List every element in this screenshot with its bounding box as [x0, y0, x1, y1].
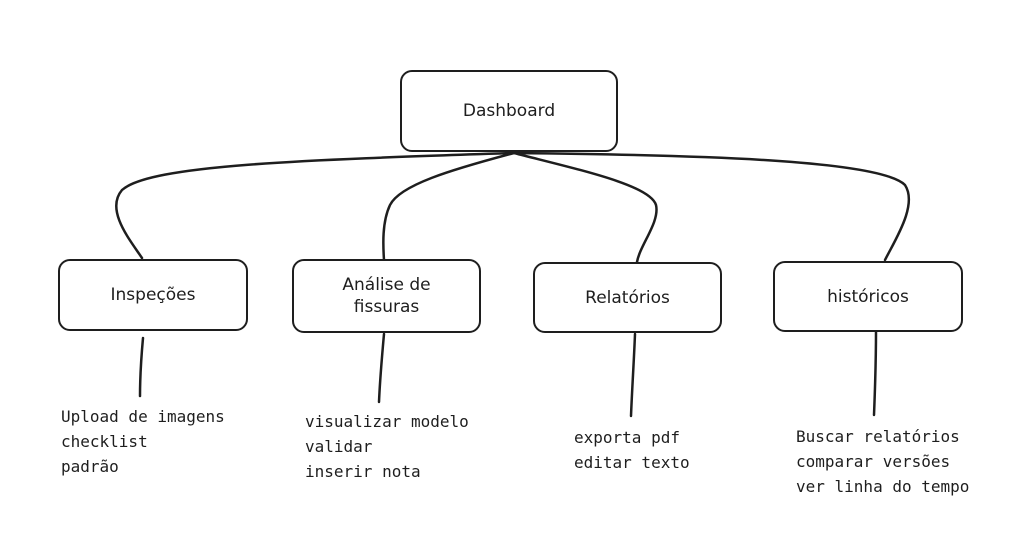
inspecoes-label: Inspeções — [110, 285, 196, 305]
note-line: Upload de imagens — [61, 407, 225, 426]
note-line: padrão — [61, 457, 119, 476]
edge-analise-notes — [377, 332, 386, 404]
relatorios-node[interactable]: Relatórios — [533, 262, 722, 333]
historicos-notes: Buscar relatórios comparar versões ver l… — [796, 424, 969, 499]
note-line: visualizar modelo — [305, 412, 469, 431]
edge-dashboard-analise — [382, 151, 516, 262]
inspecoes-node[interactable]: Inspeções — [58, 259, 248, 331]
note-line: exporta pdf — [574, 428, 680, 447]
relatorios-label: Relatórios — [585, 287, 670, 308]
note-line: inserir nota — [305, 462, 421, 481]
inspecoes-notes: Upload de imagens checklist padrão — [61, 404, 225, 479]
analise-fissuras-label: Análise de fissuras — [342, 275, 431, 317]
historicos-node[interactable]: históricos — [773, 261, 963, 332]
note-line: ver linha do tempo — [796, 477, 970, 496]
note-line: Buscar relatórios — [796, 427, 960, 446]
historicos-label: históricos — [827, 286, 909, 307]
dashboard-node[interactable]: Dashboard — [400, 70, 618, 152]
analise-fissuras-notes: visualizar modelo validar inserir nota — [305, 409, 469, 484]
edge-dashboard-historicos — [512, 151, 911, 262]
dashboard-label: Dashboard — [462, 101, 556, 121]
edge-dashboard-inspecoes — [115, 151, 516, 260]
edge-historicos-notes — [872, 329, 878, 417]
analise-fissuras-node[interactable]: Análise de fissuras — [292, 259, 481, 333]
edge-inspecoes-notes — [138, 336, 145, 398]
edge-relatorios-notes — [629, 332, 637, 418]
note-line: validar — [305, 437, 373, 456]
note-line: editar texto — [574, 453, 690, 472]
note-line: checklist — [61, 432, 148, 451]
note-line: comparar versões — [796, 452, 951, 471]
relatorios-notes: exporta pdf editar texto — [574, 425, 690, 475]
edge-dashboard-relatorios — [512, 151, 658, 264]
